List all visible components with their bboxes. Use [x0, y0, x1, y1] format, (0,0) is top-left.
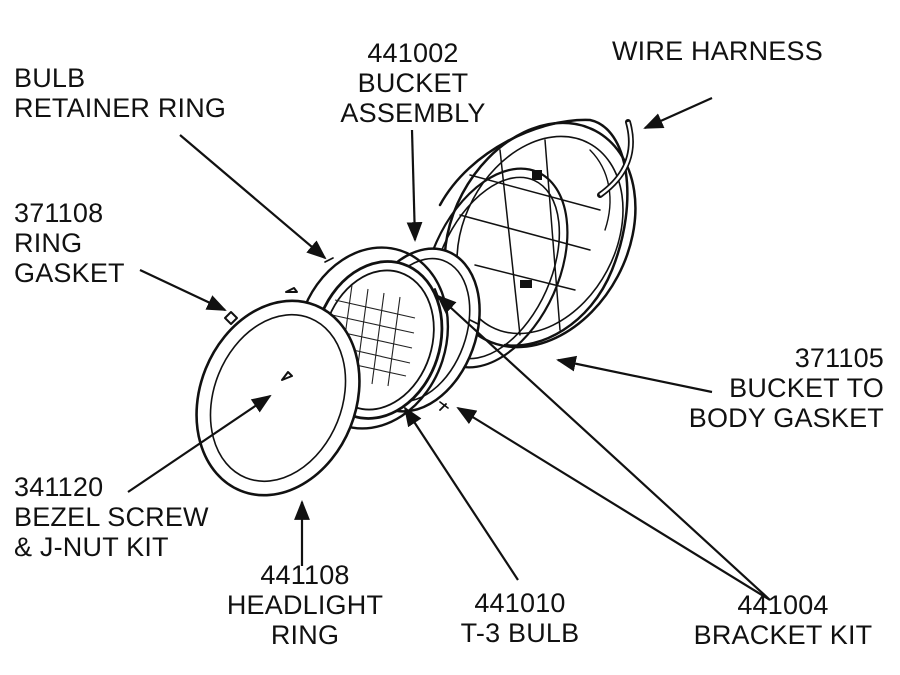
headlight-ring-part — [195, 299, 361, 497]
label-line: BEZEL SCREW — [14, 502, 209, 532]
label-bulb-retainer-ring: BULB RETAINER RING — [14, 63, 226, 123]
label-line: RING — [14, 228, 83, 258]
label-line: T-3 BULB — [460, 618, 580, 648]
label-bucket-assembly: 441002 BUCKET ASSEMBLY — [318, 38, 508, 128]
label-ring-gasket: 371108 RING GASKET — [14, 198, 125, 288]
label-line: BULB — [14, 63, 86, 93]
label-t3-bulb: 441010 T-3 BULB — [430, 588, 610, 648]
part-number: 441004 — [737, 590, 829, 620]
part-number: 341120 — [14, 472, 104, 502]
label-line: & J-NUT KIT — [14, 532, 169, 562]
part-number: 441010 — [474, 588, 566, 618]
label-bezel-screw-kit: 341120 BEZEL SCREW & J-NUT KIT — [14, 472, 209, 562]
label-line: BUCKET TO — [729, 373, 884, 403]
bezel-screw-part — [281, 287, 298, 381]
label-line: BRACKET KIT — [693, 620, 873, 650]
label-line: GASKET — [14, 258, 125, 288]
part-number: 441108 — [260, 560, 350, 590]
label-wire-harness: WIRE HARNESS — [612, 36, 823, 66]
label-headlight-ring: 441108 HEADLIGHT RING — [210, 560, 400, 650]
label-line: RETAINER RING — [14, 93, 227, 123]
wire-harness-part — [597, 119, 634, 198]
label-line: BODY GASKET — [688, 403, 884, 433]
label-line: BUCKET — [357, 68, 469, 98]
label-line: HEADLIGHT — [226, 590, 384, 620]
part-number: 371108 — [14, 198, 104, 228]
label-line: RING — [270, 620, 340, 650]
part-number: 371105 — [794, 343, 884, 373]
leader-lines — [127, 96, 771, 601]
part-number: 441002 — [367, 38, 459, 68]
label-line: WIRE HARNESS — [612, 36, 823, 66]
label-bracket-kit: 441004 BRACKET KIT — [678, 590, 888, 650]
label-bucket-to-body-gasket: 371105 BUCKET TO BODY GASKET — [660, 343, 884, 433]
label-line: ASSEMBLY — [340, 98, 486, 128]
